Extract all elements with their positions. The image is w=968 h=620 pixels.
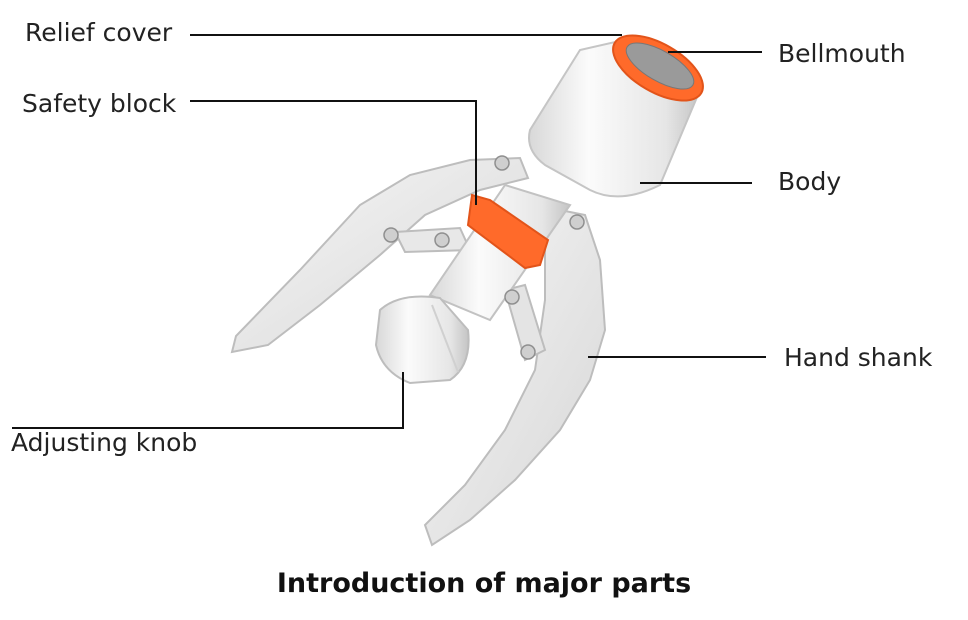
pin: [569, 214, 585, 230]
shaft: [428, 183, 572, 322]
left-arm-strut: [393, 226, 472, 254]
pin: [434, 232, 450, 248]
pin: [504, 289, 520, 305]
leader-adjusting-knob: [12, 372, 404, 429]
label-hand-shank: Hand shank: [784, 343, 933, 372]
label-bellmouth: Bellmouth: [778, 39, 906, 68]
bellmouth: [612, 34, 704, 102]
label-safety-block: Safety block: [22, 89, 177, 118]
pin: [494, 155, 510, 171]
diagram-caption: Introduction of major parts: [276, 568, 692, 599]
label-relief-cover: Relief cover: [25, 18, 173, 47]
adjusting-knob: [374, 295, 470, 385]
pin: [520, 344, 536, 360]
safety-block-ring: [466, 193, 550, 270]
label-body: Body: [778, 167, 842, 196]
leader-lines: [12, 34, 766, 429]
pin: [383, 227, 399, 243]
leader-safety-block: [190, 100, 477, 205]
left-handle-arm: [230, 156, 530, 354]
pivot-pins: [383, 155, 585, 360]
label-adjusting-knob: Adjusting knob: [11, 428, 198, 457]
